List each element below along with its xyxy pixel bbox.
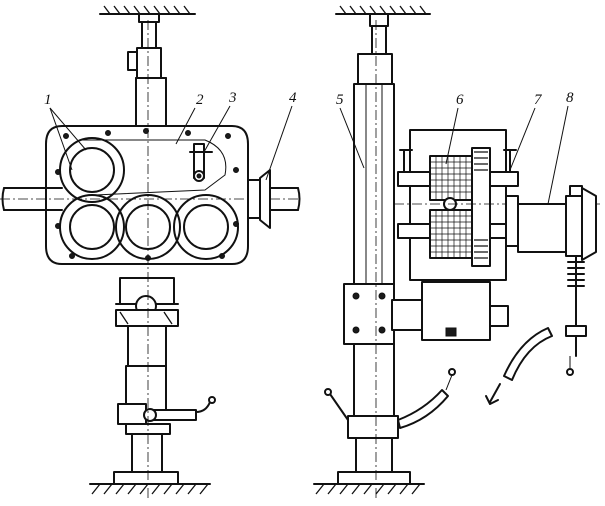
upper-column-left [127,13,167,129]
callout-labels: 1 2 3 4 5 6 7 8 [44,90,574,108]
ceiling-hatch-right [335,5,431,15]
callout-3: 3 [228,90,237,106]
lower-column-left [113,20,216,500]
ceiling-hatch-left [99,5,196,15]
callout-7: 7 [534,92,543,108]
adjusting-bracket [189,143,213,182]
callout-1: 1 [44,92,52,108]
callout-2: 2 [196,92,204,108]
roller-group [59,137,239,260]
floor-hatch-right [313,483,425,495]
leader-lines [49,105,569,205]
front-view [0,5,301,500]
column-right [324,13,456,500]
pipe-right [485,185,597,405]
callout-6: 6 [456,92,464,108]
callout-4: 4 [289,90,297,106]
pipe-left [0,169,301,229]
callout-8: 8 [566,90,574,106]
floor-hatch-left [89,483,211,495]
callout-5: 5 [336,92,344,108]
side-view [313,5,600,500]
